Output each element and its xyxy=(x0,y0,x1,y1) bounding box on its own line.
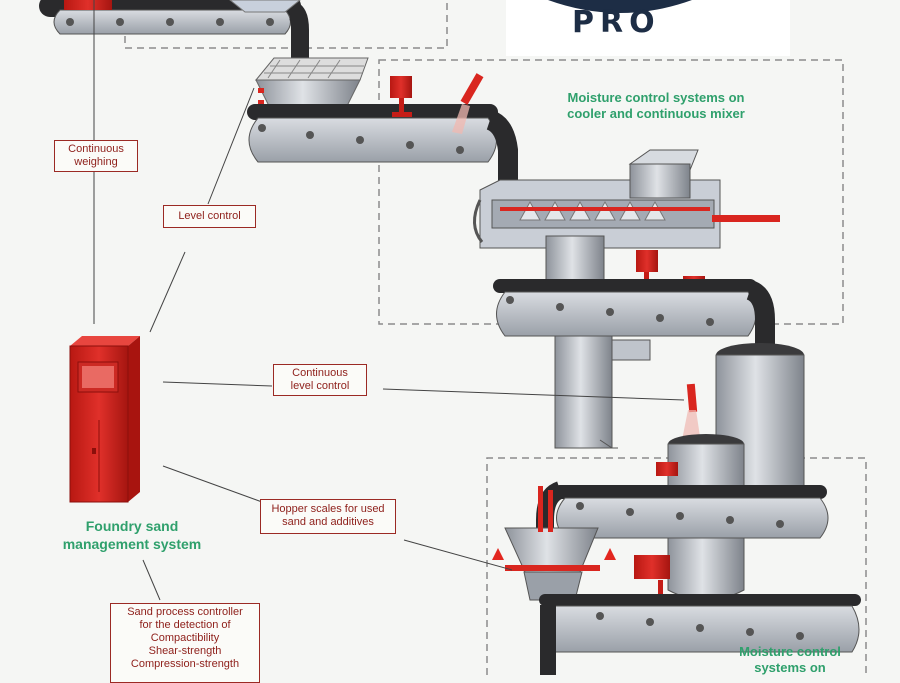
continuous-weighing-line2: weighing xyxy=(74,156,118,168)
moisture-mixer-title-line1: Moisture control systems on xyxy=(567,90,745,105)
continuous-level-control-line2: level control xyxy=(290,380,350,392)
moisture-bottom-title-line2: systems on xyxy=(754,660,826,675)
foundry-system-title-line1: Foundry sand xyxy=(85,518,179,534)
moisture-mixer-title-line2: cooler and continuous mixer xyxy=(567,106,745,121)
level-control-label: Level control xyxy=(163,205,256,228)
cooler-support xyxy=(554,335,651,449)
continuous-level-control-label: Continuous level control xyxy=(273,364,367,396)
conveyor-4 xyxy=(536,462,829,540)
weighing-hopper xyxy=(254,57,369,109)
moisture-mixer-title: Moisture control systems on cooler and c… xyxy=(545,90,767,122)
continuous-weighing-label: Continuous weighing xyxy=(54,140,138,172)
moisture-sensor-probe-1 xyxy=(452,73,484,134)
sand-process-line4: Shear-strength xyxy=(148,645,222,657)
hopper-scales xyxy=(492,486,616,601)
logo xyxy=(506,0,790,56)
continuous-level-control-line1: Continuous xyxy=(292,367,348,379)
controller-cabinet xyxy=(69,336,140,503)
conveyor-3 xyxy=(493,279,775,360)
sand-process-controller-label: Sand process controller for the detectio… xyxy=(110,603,260,683)
hopper-scales-line2: sand and additives xyxy=(282,516,374,528)
hopper-scales-line1: Hopper scales for used xyxy=(271,503,385,515)
sand-process-line3: Compactibility xyxy=(150,632,220,644)
continuous-weighing-line1: Continuous xyxy=(68,143,124,155)
logo-text: PRO xyxy=(572,5,661,40)
sand-process-line2: for the detection of xyxy=(139,619,231,631)
moisture-bottom-title: Moisture control systems on xyxy=(716,644,864,676)
conveyor-top xyxy=(39,0,309,95)
moisture-bottom-title-line1: Moisture control xyxy=(739,644,841,659)
foundry-system-title: Foundry sand management system xyxy=(48,517,216,553)
connector-lines xyxy=(93,0,685,601)
conveyor-bottom xyxy=(539,594,861,675)
sand-process-line5: Compression-strength xyxy=(130,658,240,670)
continuous-mixer xyxy=(473,149,780,301)
foundry-system-title-line2: management system xyxy=(62,536,202,552)
hopper-scales-label: Hopper scales for used sand and additive… xyxy=(260,499,396,534)
dashed-area-bottom xyxy=(486,457,867,675)
moisture-sensor-box-1 xyxy=(390,76,412,117)
level-control-line1: Level control xyxy=(178,210,241,222)
conveyor-2 xyxy=(247,104,518,200)
sand-process-line1: Sand process controller xyxy=(127,606,243,618)
